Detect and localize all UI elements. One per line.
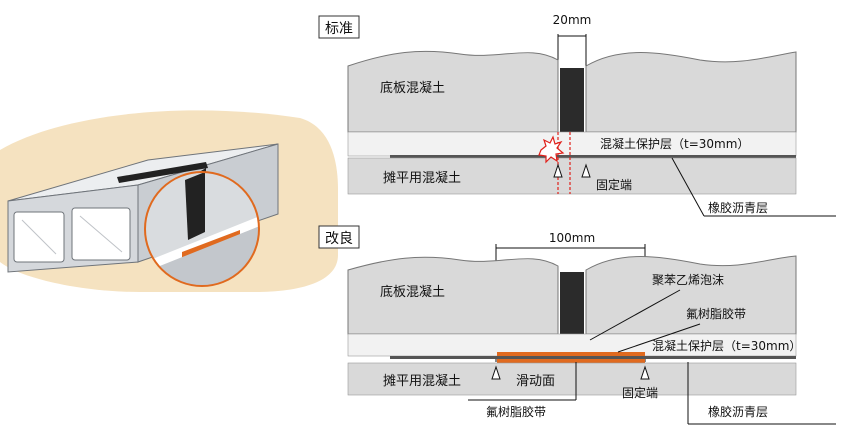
- standard-protect-layer: [347, 131, 797, 157]
- standard-base-label: 底板混凝土: [380, 80, 445, 96]
- improved-foam-label: 聚苯乙烯泡沫: [652, 273, 724, 287]
- improved-asphalt-label: 橡胶沥青层: [708, 404, 768, 419]
- standard-tag: 标准: [325, 21, 353, 37]
- improved-leveling-label: 摊平用混凝土: [383, 373, 461, 389]
- improved-dimension: 100mm: [549, 231, 595, 245]
- standard-base-slab-left: [347, 50, 559, 133]
- improved-fluoro-top-label: 氟树脂胶带: [686, 306, 746, 321]
- improved-fluoro-bottom-label: 氟树脂胶带: [486, 404, 546, 419]
- standard-leveling: [347, 157, 797, 195]
- improved-sliding-label: 滑动面: [516, 374, 555, 389]
- improved-base-label: 底板混凝土: [380, 284, 445, 300]
- improved-leveling: [347, 362, 797, 396]
- standard-dimension: 20mm: [553, 13, 592, 27]
- standard-asphalt-line: [390, 155, 796, 158]
- improved-foam-filler: [560, 272, 584, 334]
- standard-base-slab-right: [585, 51, 797, 133]
- improved-tag: 改良: [325, 231, 353, 247]
- joint-band: [117, 162, 208, 183]
- standard-asphalt-label: 橡胶沥青层: [708, 200, 768, 215]
- improved-fluoro-tape-bottom: [497, 359, 645, 363]
- improved-fluoro-tape-top: [497, 352, 645, 356]
- fixed-end-triangle-left: [553, 163, 563, 178]
- improved-base-slab-left: [347, 256, 559, 335]
- standard-section: 标准 20mm 底板混凝土 混凝土保护层（t=30mm） 摊平用混凝土 固定端 …: [318, 13, 836, 217]
- magnify-circle: [144, 171, 260, 287]
- improved-asphalt-line: [390, 356, 796, 359]
- improved-base-slab-right: [585, 255, 797, 335]
- improved-fixed-label: 固定端: [622, 385, 658, 400]
- standard-joint-filler: [560, 68, 584, 132]
- improved-fixed-triangle-left: [491, 365, 501, 380]
- culvert-illustration: [0, 110, 338, 292]
- standard-fixed-label: 固定端: [596, 177, 632, 192]
- fixed-end-triangle-right: [581, 163, 591, 178]
- crack-burst-icon: [538, 135, 565, 164]
- improved-fixed-triangle-right: [640, 365, 650, 380]
- standard-protect-label: 混凝土保护层（t=30mm）: [600, 136, 749, 151]
- improved-section: 改良 100mm 底板混凝土 混凝土保护层（t=30mm） 摊平用混凝土 滑动面…: [318, 225, 836, 425]
- standard-leveling-label: 摊平用混凝土: [383, 170, 461, 186]
- improved-protect-label: 混凝土保护层（t=30mm）: [652, 338, 801, 353]
